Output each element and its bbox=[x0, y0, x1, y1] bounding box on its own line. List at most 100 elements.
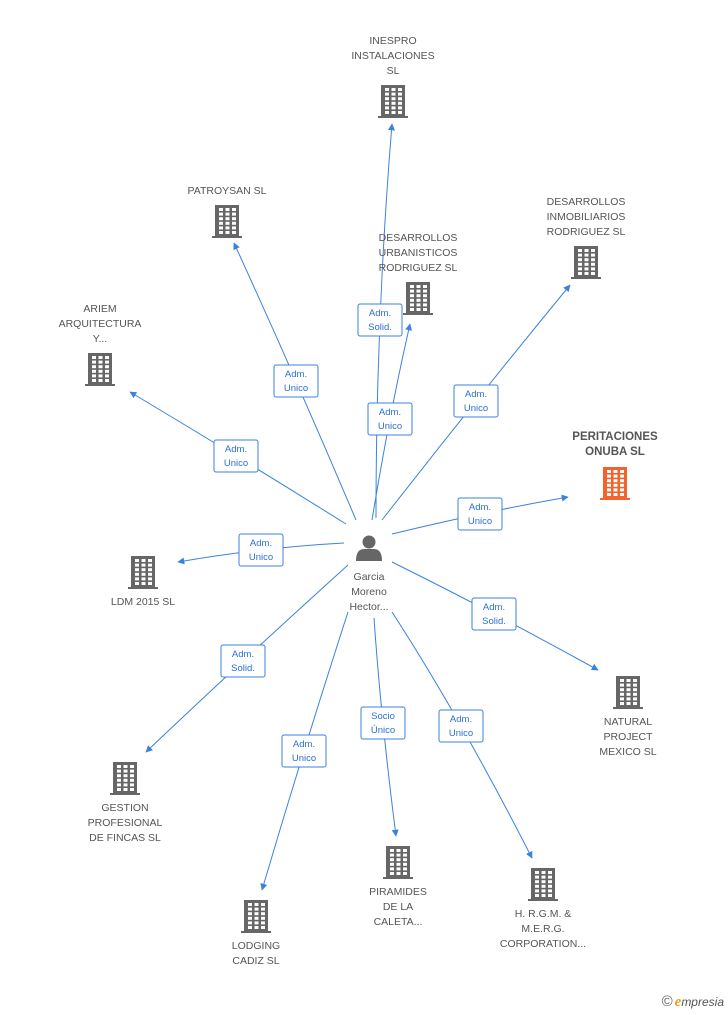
role-text: Adm. bbox=[225, 444, 247, 455]
role-text: Unico bbox=[292, 753, 316, 764]
company-label: CADIZ SL bbox=[232, 955, 279, 967]
role-text: Adm. bbox=[369, 308, 391, 319]
building-icon bbox=[571, 246, 601, 279]
company-label: NATURAL bbox=[604, 716, 652, 728]
company-label: M.E.R.G. bbox=[521, 923, 564, 935]
building-icon bbox=[600, 467, 630, 500]
brand-name: mpresia bbox=[681, 995, 724, 1009]
role-text: Unico bbox=[378, 421, 402, 432]
role-box[interactable]: Adm. Unico bbox=[453, 384, 499, 418]
company-label: DESARROLLOS bbox=[379, 232, 458, 244]
company-label: LDM 2015 SL bbox=[111, 596, 175, 608]
role-text: Unico bbox=[224, 458, 248, 469]
company-label: Y... bbox=[93, 333, 107, 345]
role-box-frame bbox=[281, 734, 327, 768]
building-icon bbox=[528, 868, 558, 901]
edge-desarrollos-inmobiliarios: Adm. Unico bbox=[381, 284, 571, 521]
role-text: Adm. bbox=[232, 649, 254, 660]
role-text: Solid. bbox=[368, 322, 392, 333]
copyright-symbol: © bbox=[661, 993, 673, 1010]
role-box[interactable]: Adm. Unico bbox=[238, 533, 284, 567]
role-text: Solid. bbox=[482, 616, 506, 627]
role-text: Adm. bbox=[379, 407, 401, 418]
building-icon bbox=[613, 676, 643, 709]
company-label: ARIEM bbox=[83, 303, 116, 315]
brand-initial: e bbox=[674, 994, 682, 1010]
role-box-frame bbox=[367, 402, 413, 436]
company-node-lodging[interactable]: LODGING CADIZ SL bbox=[232, 900, 280, 967]
company-label: CALETA... bbox=[374, 916, 423, 928]
role-box[interactable]: Adm. Solid. bbox=[357, 303, 403, 337]
edge-natural: Adm. Solid. bbox=[391, 561, 599, 671]
company-label: INSTALACIONES bbox=[351, 50, 434, 62]
role-box-frame bbox=[360, 706, 406, 740]
edges-layer: Adm.Solid.Adm.UnicoAdm.UnicoAdm.UnicoAdm… bbox=[129, 123, 599, 891]
company-label: PERITACIONES bbox=[572, 431, 658, 443]
role-text: Unico bbox=[449, 728, 473, 739]
edge-ariem: Adm. Unico bbox=[129, 391, 347, 525]
edge-gestion: Adm. Solid. bbox=[145, 564, 349, 753]
company-label: CORPORATION... bbox=[500, 938, 586, 950]
role-box[interactable]: Adm. Unico bbox=[213, 439, 259, 473]
role-text: Solid. bbox=[231, 663, 255, 674]
edge-patroysan: Adm. Unico bbox=[233, 242, 357, 521]
role-text: Adm. bbox=[250, 538, 272, 549]
role-box-frame bbox=[457, 497, 503, 531]
role-text: Adm. bbox=[285, 369, 307, 380]
company-node-ariem[interactable]: ARIEM ARQUITECTURA Y... bbox=[59, 303, 142, 386]
person-node[interactable]: GarciaMorenoHector... bbox=[349, 535, 389, 614]
role-text: Unico bbox=[464, 403, 488, 414]
company-label: INESPRO bbox=[369, 35, 416, 47]
role-box[interactable]: Adm.Unico bbox=[281, 734, 327, 768]
company-label: DE FINCAS SL bbox=[89, 832, 161, 844]
company-label: PROJECT bbox=[603, 731, 653, 743]
building-icon bbox=[110, 762, 140, 795]
edge-peritaciones: Adm. Unico bbox=[391, 494, 569, 535]
company-node-gestion[interactable]: GESTION PROFESIONAL DE FINCAS SL bbox=[88, 762, 163, 844]
company-label: ARQUITECTURA bbox=[59, 318, 142, 330]
edge-desarrollos-urbanisticos: Adm. Unico bbox=[367, 323, 413, 521]
role-text: Adm. bbox=[469, 502, 491, 513]
role-box-frame bbox=[213, 439, 259, 473]
role-text: Unico bbox=[468, 516, 492, 527]
company-label: RODRIGUEZ SL bbox=[547, 226, 626, 238]
company-label: MEXICO SL bbox=[599, 746, 656, 758]
role-box[interactable]: Adm. Solid. bbox=[471, 597, 517, 631]
role-box-frame bbox=[357, 303, 403, 337]
building-icon bbox=[85, 353, 115, 386]
company-label: PROFESIONAL bbox=[88, 817, 163, 829]
company-node-hrgm[interactable]: H. R.G.M. &M.E.R.G.CORPORATION... bbox=[500, 868, 586, 950]
role-text: Adm. bbox=[483, 602, 505, 613]
company-node-natural[interactable]: NATURAL PROJECT MEXICO SL bbox=[599, 676, 657, 758]
building-icon bbox=[212, 205, 242, 238]
building-icon bbox=[241, 900, 271, 933]
role-text: Unico bbox=[249, 552, 273, 563]
role-text: Adm. bbox=[465, 389, 487, 400]
edge-ldm: Adm. Unico bbox=[177, 533, 345, 567]
company-node-patroysan[interactable]: PATROYSAN SL bbox=[188, 185, 267, 238]
company-label: PATROYSAN SL bbox=[188, 185, 267, 197]
edge-hrgm: Adm. Unico bbox=[391, 611, 533, 859]
company-label: LODGING bbox=[232, 940, 280, 952]
company-node-ldm[interactable]: LDM 2015 SL bbox=[111, 556, 175, 608]
role-box[interactable]: Adm. Unico bbox=[438, 709, 484, 743]
role-box[interactable]: Adm. Unico bbox=[367, 402, 413, 436]
role-text: Unico bbox=[284, 383, 308, 394]
building-icon bbox=[383, 846, 413, 879]
role-text: Adm. bbox=[450, 714, 472, 725]
role-box[interactable]: Adm. Solid. bbox=[220, 644, 266, 678]
company-label: PIRAMIDES bbox=[369, 886, 427, 898]
role-box-frame bbox=[220, 644, 266, 678]
edge-lodging: Adm.Unico bbox=[260, 611, 349, 891]
role-box[interactable]: Adm. Unico bbox=[273, 364, 319, 398]
company-label: GESTION bbox=[101, 802, 148, 814]
role-box[interactable]: Adm. Unico bbox=[457, 497, 503, 531]
role-text: Único bbox=[371, 725, 395, 736]
